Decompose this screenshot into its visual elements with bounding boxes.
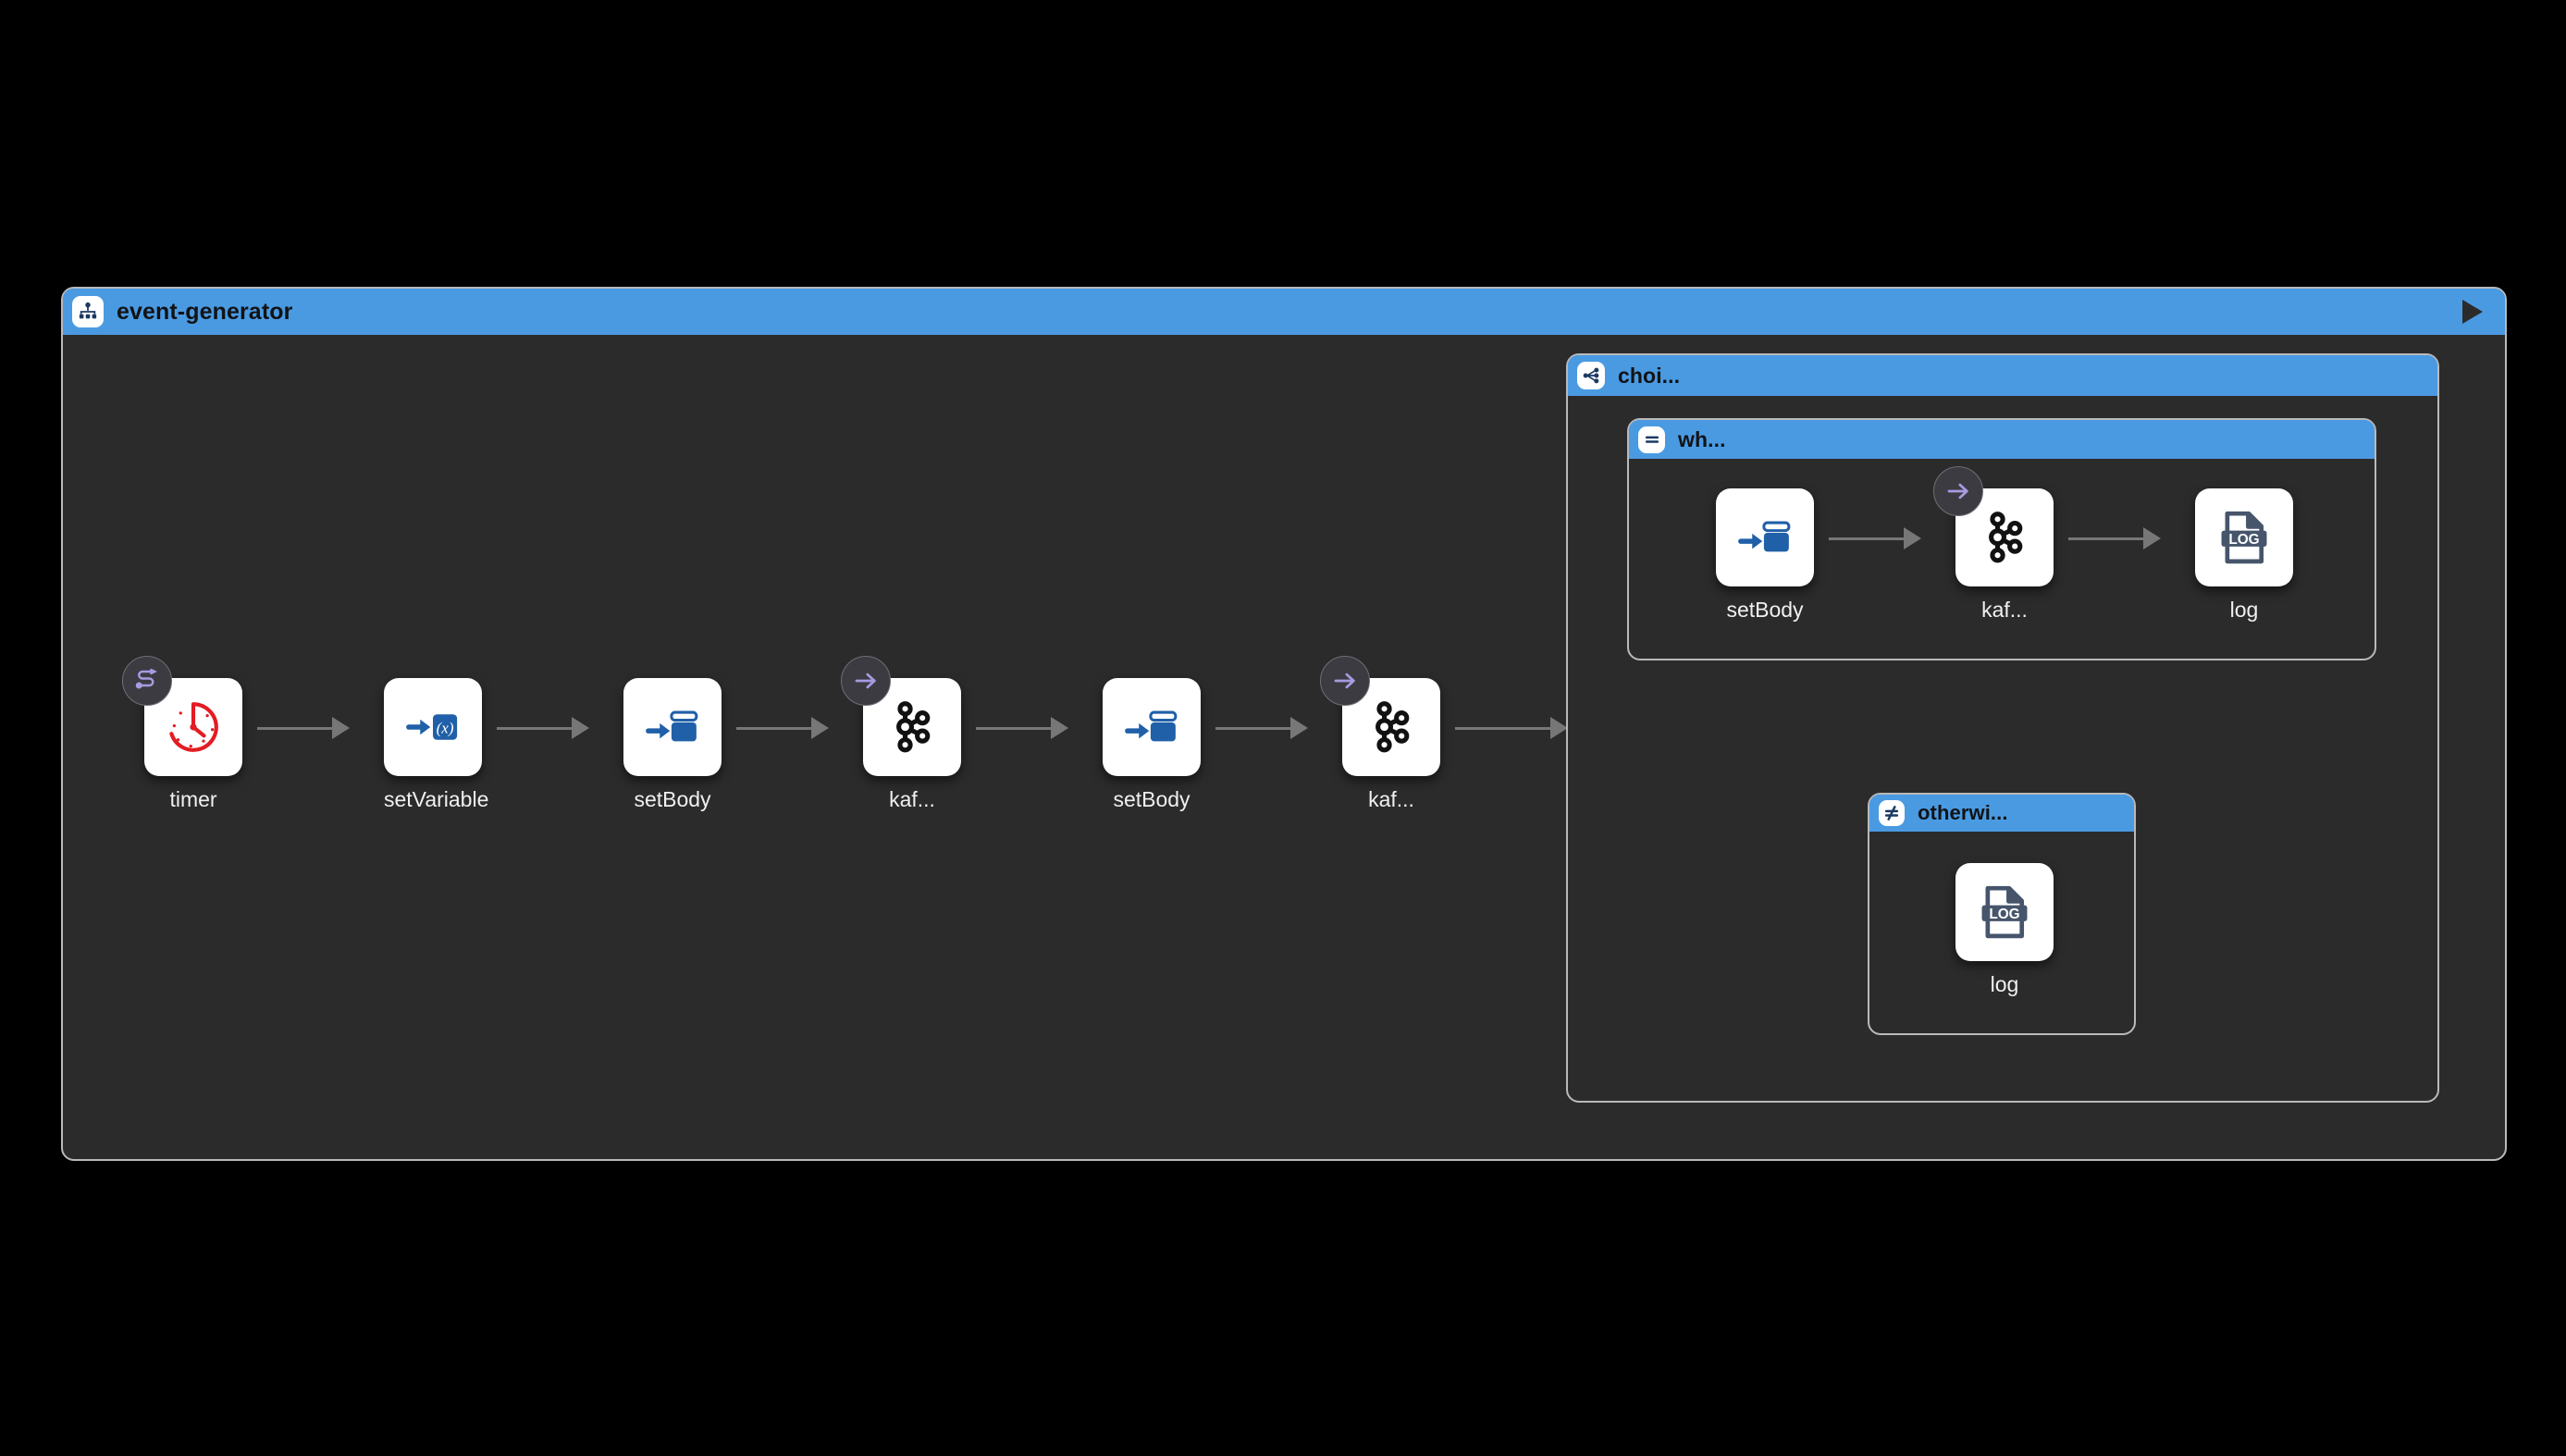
node-setbody-1-box[interactable] xyxy=(623,678,722,776)
otherwise-container[interactable]: otherwi... xyxy=(1868,793,2136,1035)
equals-icon xyxy=(1638,426,1665,453)
route-icon xyxy=(72,296,104,327)
when-title: wh... xyxy=(1678,426,1726,451)
node-setbody-2[interactable]: setBody xyxy=(1103,678,1201,812)
node-otherwise-log-box[interactable]: LOG xyxy=(1955,863,2054,961)
node-setbody-1[interactable]: setBody xyxy=(623,678,722,812)
set-variable-icon: (x) xyxy=(406,714,458,740)
endpoint-arrow-badge-icon xyxy=(1320,656,1370,706)
route-badge-icon xyxy=(122,656,172,706)
node-otherwise-log[interactable]: LOG log xyxy=(1955,863,2054,997)
choice-title: choi... xyxy=(1618,363,1681,388)
node-kafka-2[interactable]: kaf... xyxy=(1320,656,1440,812)
endpoint-arrow-badge-icon xyxy=(1933,466,1983,516)
node-timer[interactable]: timer xyxy=(122,656,242,812)
kafka-icon xyxy=(1376,701,1410,753)
set-body-icon xyxy=(646,710,698,742)
log-icon: LOG xyxy=(1981,885,2028,939)
set-body-icon xyxy=(1738,521,1791,552)
edge-kafka2-choice xyxy=(1455,717,1568,739)
route-title: event-generator xyxy=(117,298,293,325)
node-label: log xyxy=(2229,598,2259,622)
edge-timer-setvariable xyxy=(257,717,350,739)
node-label: setBody xyxy=(1113,787,1190,811)
edge-setvariable-setbody xyxy=(497,717,589,739)
otherwise-header[interactable]: otherwi... xyxy=(1869,795,2134,832)
node-label: kaf... xyxy=(889,787,935,811)
svg-text:LOG: LOG xyxy=(1989,907,2019,922)
node-kafka-1[interactable]: kaf... xyxy=(841,656,961,812)
node-timer-box[interactable] xyxy=(122,656,242,776)
node-when-setbody[interactable]: setBody xyxy=(1716,488,1814,623)
node-kafka-1-box[interactable] xyxy=(841,656,961,776)
svg-text:(x): (x) xyxy=(437,720,454,737)
not-equals-icon xyxy=(1879,800,1905,826)
set-body-icon xyxy=(1125,710,1178,742)
node-label: setBody xyxy=(634,787,711,811)
kafka-icon xyxy=(1989,512,2023,563)
node-setvariable[interactable]: (x) setVariable xyxy=(384,678,489,812)
node-when-kafka-box[interactable] xyxy=(1933,466,2054,586)
endpoint-arrow-badge-icon xyxy=(841,656,891,706)
node-label: kaf... xyxy=(1981,598,2028,622)
edge-when-setbody-kafka xyxy=(1829,527,1921,549)
edge-setbody2-kafka2 xyxy=(1215,717,1308,739)
node-when-log[interactable]: LOG log xyxy=(2195,488,2293,623)
edge-kafka1-setbody2 xyxy=(976,717,1068,739)
node-when-kafka[interactable]: kaf... xyxy=(1933,466,2054,623)
play-icon[interactable] xyxy=(2462,300,2483,324)
edge-setbody1-kafka1 xyxy=(736,717,829,739)
edge-when-kafka-log xyxy=(2068,527,2161,549)
node-kafka-2-box[interactable] xyxy=(1320,656,1440,776)
log-icon: LOG xyxy=(2221,511,2267,564)
when-header[interactable]: wh... xyxy=(1629,420,2375,459)
node-when-setbody-box[interactable] xyxy=(1716,488,1814,586)
node-label: timer xyxy=(169,787,217,811)
svg-text:LOG: LOG xyxy=(2228,532,2259,548)
node-when-log-box[interactable]: LOG xyxy=(2195,488,2293,586)
kafka-icon xyxy=(896,701,931,753)
node-label: setBody xyxy=(1726,598,1804,622)
route-header[interactable]: event-generator xyxy=(63,289,2505,335)
node-label: log xyxy=(1990,972,2019,996)
choice-branch-icon xyxy=(1577,362,1605,389)
node-label: setVariable xyxy=(384,787,489,811)
node-setvariable-box[interactable]: (x) xyxy=(384,678,482,776)
node-setbody-2-box[interactable] xyxy=(1103,678,1201,776)
choice-header[interactable]: choi... xyxy=(1568,355,2437,396)
node-label: kaf... xyxy=(1368,787,1414,811)
otherwise-title: otherwi... xyxy=(1918,801,2008,824)
timer-clock-icon xyxy=(169,702,218,752)
